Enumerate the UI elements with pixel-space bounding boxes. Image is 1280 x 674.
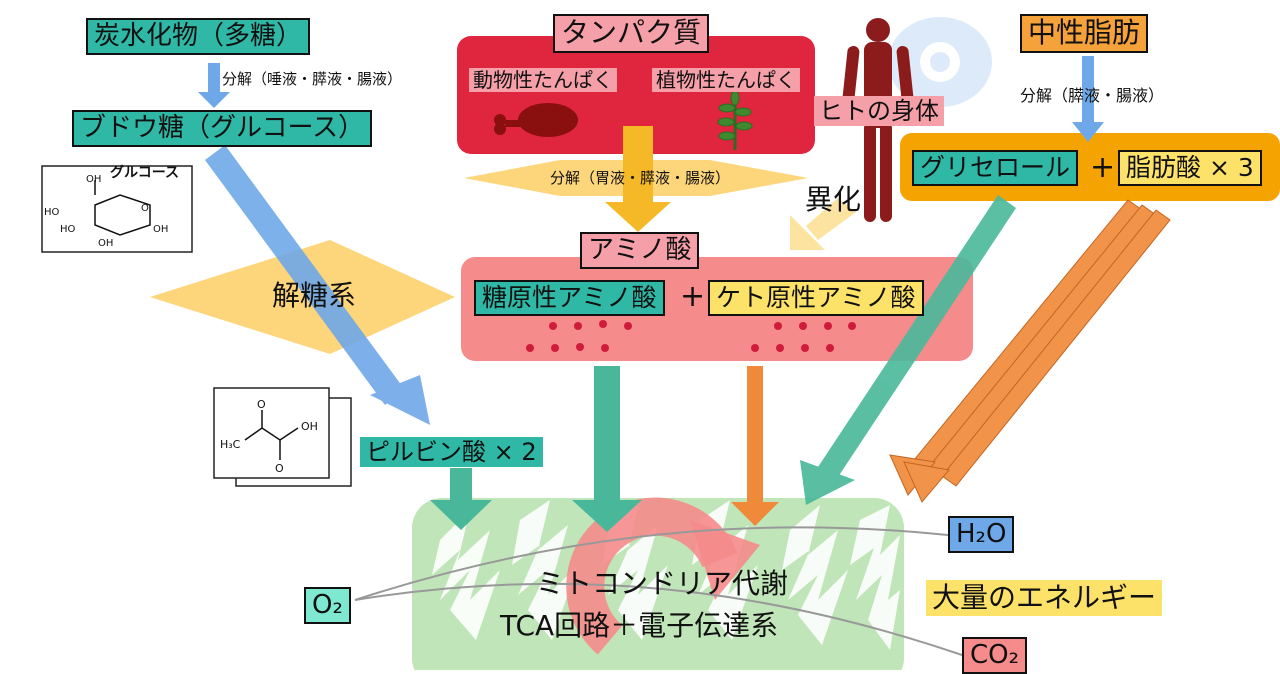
glucose-ho-left: HO xyxy=(44,207,60,218)
fat-digestion-label: 分解（膵液・腸液） xyxy=(1020,86,1165,105)
glucose-oh-bottom: OH xyxy=(98,238,113,249)
amino-acid-label: アミノ酸 xyxy=(580,232,700,269)
glycolysis-diamond xyxy=(150,240,455,354)
glucose-label: ブドウ糖（グルコース） xyxy=(72,110,373,147)
protein-title: タンパク質 xyxy=(553,14,710,53)
pyruvate-card-front xyxy=(213,387,330,479)
glucose-structure-box xyxy=(41,165,193,253)
arrow-pyruvate-tca xyxy=(430,468,492,530)
arrow-glycolysis xyxy=(205,145,430,425)
glycerol-label: グリセロール xyxy=(912,150,1079,186)
glucose-ring xyxy=(94,180,151,236)
carbohydrate-digestion-label: 分解（唾液・膵液・腸液） xyxy=(222,70,403,88)
glucogenic-amino-label: 糖原性アミノ酸 xyxy=(474,280,665,316)
arrow-glycerol-tca xyxy=(800,195,1016,505)
water-label: H₂O xyxy=(948,516,1015,553)
curve-h2o xyxy=(354,526,949,601)
arrow-carb-digest xyxy=(198,63,230,108)
glucose-oh-right: OH xyxy=(153,224,168,235)
glucose-ring-o: O xyxy=(141,203,149,214)
protein-digestion-label: 分解（胃液・膵液・腸液） xyxy=(550,169,731,187)
carbohydrate-title: 炭水化物（多糖） xyxy=(86,18,311,55)
energy-label: 大量のエネルギー xyxy=(926,580,1163,616)
meat-icon xyxy=(494,103,578,137)
fat-title: 中性脂肪 xyxy=(1020,14,1149,53)
human-body-label: ヒトの身体 xyxy=(814,96,944,126)
fat-plus: + xyxy=(1090,150,1116,185)
catabolism-label: 異化 xyxy=(805,183,862,216)
ketogenic-amino-label: ケト原性アミノ酸 xyxy=(708,280,924,316)
amino-plus: + xyxy=(680,279,706,314)
cell-icon xyxy=(888,17,992,107)
oxygen-label: O₂ xyxy=(304,587,351,624)
arrow-protein-digest xyxy=(605,126,671,232)
pyruvate-oh: OH xyxy=(301,420,318,433)
glycolysis-label: 解糖系 xyxy=(272,279,357,312)
co2-label: CO₂ xyxy=(962,637,1028,674)
arrow-fatty-acid-tca xyxy=(889,199,1171,503)
fatty-acid-label: 脂肪酸 × 3 xyxy=(1118,150,1262,186)
animal-protein-label: 動物性たんぱく xyxy=(469,68,617,92)
pyruvate-o-top: O xyxy=(257,398,266,411)
arrow-catabolism xyxy=(790,198,856,250)
arrow-glucogenic-tca xyxy=(572,366,642,532)
glucose-oh-top: OH xyxy=(86,174,101,185)
curve-co2 xyxy=(354,582,963,656)
pyruvate-o-bottom: O xyxy=(275,462,284,475)
arrow-ketogenic-tca xyxy=(731,366,779,526)
tca-label: TCA回路＋電子伝達系 xyxy=(500,609,779,642)
pyruvate-bonds xyxy=(244,410,299,460)
arrow-fat-digest xyxy=(1072,56,1104,142)
mitochondria-title: ミトコンドリア代謝 xyxy=(536,567,789,600)
amino-dots xyxy=(526,320,856,352)
glucose-structure-name: グルコース xyxy=(110,165,180,181)
pyruvate-h3c: H₃C xyxy=(220,438,241,451)
glucose-ho-low: HO xyxy=(60,224,76,235)
plant-protein-label: 植物性たんぱく xyxy=(652,68,800,92)
pyruvate-label: ピルビン酸 × 2 xyxy=(360,437,543,467)
plant-icon xyxy=(717,90,753,150)
